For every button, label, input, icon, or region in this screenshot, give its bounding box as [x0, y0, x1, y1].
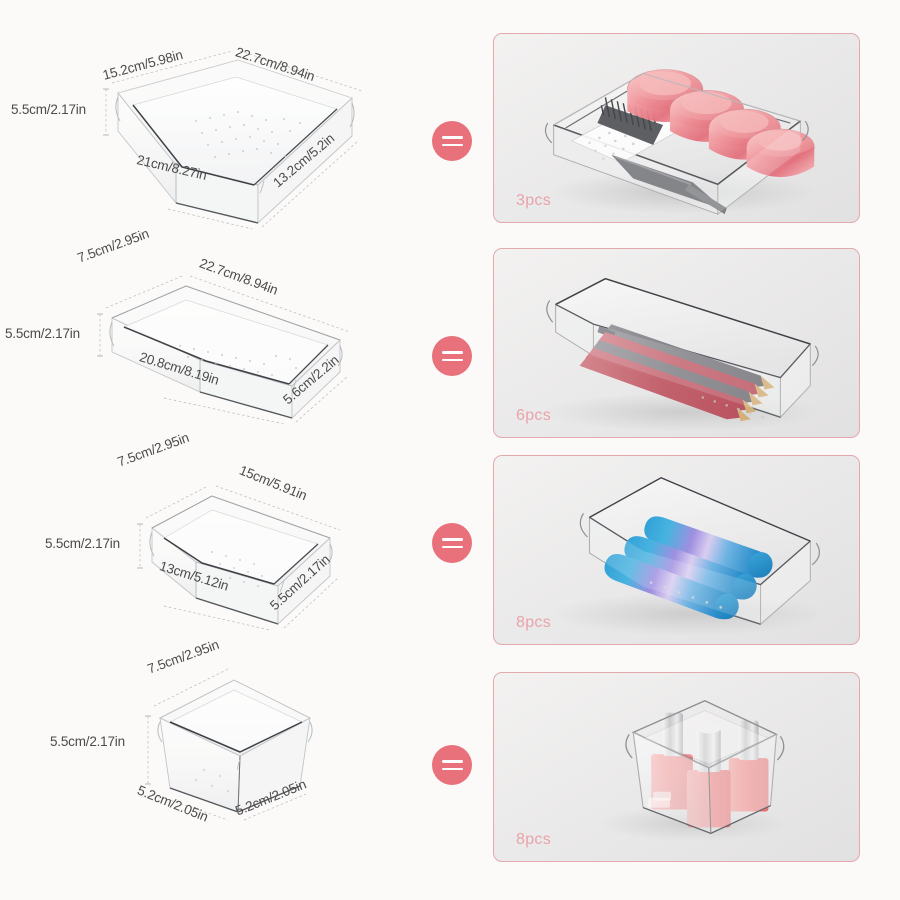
photo-illustration-2 — [543, 277, 823, 433]
product-photo-panel-2[interactable]: 6pcs — [493, 248, 860, 438]
quantity-label-4: 8pcs — [516, 831, 551, 848]
bin-drawing-4 — [145, 667, 313, 821]
product-photo-1 — [494, 34, 859, 222]
dimension-diagram-3: 7.5cm/2.95in 15cm/5.91in 5.5cm/2.17in 13… — [0, 428, 430, 643]
product-photo-4 — [494, 673, 859, 861]
product-photo-panel-1[interactable]: 3pcs — [493, 33, 860, 223]
photo-illustration-1 — [544, 69, 818, 216]
equals-bar-bottom — [441, 767, 463, 770]
equals-bar-top — [441, 760, 463, 763]
bin-drawing-1 — [103, 50, 363, 230]
dimension-height-1: 5.5cm/2.17in — [11, 102, 86, 117]
equals-icon — [432, 745, 472, 785]
equals-icon — [432, 121, 472, 161]
photo-illustration-4 — [598, 699, 788, 842]
quantity-label-1: 3pcs — [516, 192, 551, 209]
product-photo-panel-4[interactable]: 8pcs — [493, 672, 860, 862]
quantity-label-3: 8pcs — [516, 614, 551, 631]
equals-bar-top — [441, 136, 463, 139]
equals-bar-bottom — [441, 358, 463, 361]
dimension-height-4: 5.5cm/2.17in — [50, 734, 125, 749]
product-row-small-square-cup: 7.5cm/2.95in 5.5cm/2.17in 5.2cm/2.05in 5… — [0, 637, 900, 862]
dimension-height-2: 5.5cm/2.17in — [5, 326, 80, 341]
quantity-label-2: 6pcs — [516, 407, 551, 424]
bin-drawing-3 — [137, 485, 341, 631]
product-row-large-rectangular-tray: 15.2cm/5.98in 22.7cm/8.94in 5.5cm/2.17in… — [0, 13, 900, 230]
bin-drawing-2 — [97, 275, 351, 425]
product-photo-3 — [494, 456, 859, 644]
dimension-height-3: 5.5cm/2.17in — [45, 536, 120, 551]
equals-icon — [432, 336, 472, 376]
product-photo-panel-3[interactable]: 8pcs — [493, 455, 860, 645]
dimension-diagram-2: 7.5cm/2.95in 22.7cm/8.94in 5.5cm/2.17in … — [0, 226, 430, 443]
dimension-diagram-4: 7.5cm/2.95in 5.5cm/2.17in 5.2cm/2.05in 5… — [0, 637, 430, 855]
photo-illustration-3 — [548, 476, 828, 637]
dimension-diagram-1: 15.2cm/5.98in 22.7cm/8.94in 5.5cm/2.17in… — [0, 13, 430, 230]
product-row-long-narrow-tray: 7.5cm/2.95in 22.7cm/8.94in 5.5cm/2.17in … — [0, 226, 900, 443]
product-photo-2 — [494, 249, 859, 437]
equals-bar-bottom — [441, 143, 463, 146]
equals-icon — [432, 523, 472, 563]
equals-bar-top — [441, 351, 463, 354]
product-row-medium-rectangular-tray: 7.5cm/2.95in 15cm/5.91in 5.5cm/2.17in 13… — [0, 428, 900, 645]
equals-bar-bottom — [441, 545, 463, 548]
equals-bar-top — [441, 538, 463, 541]
